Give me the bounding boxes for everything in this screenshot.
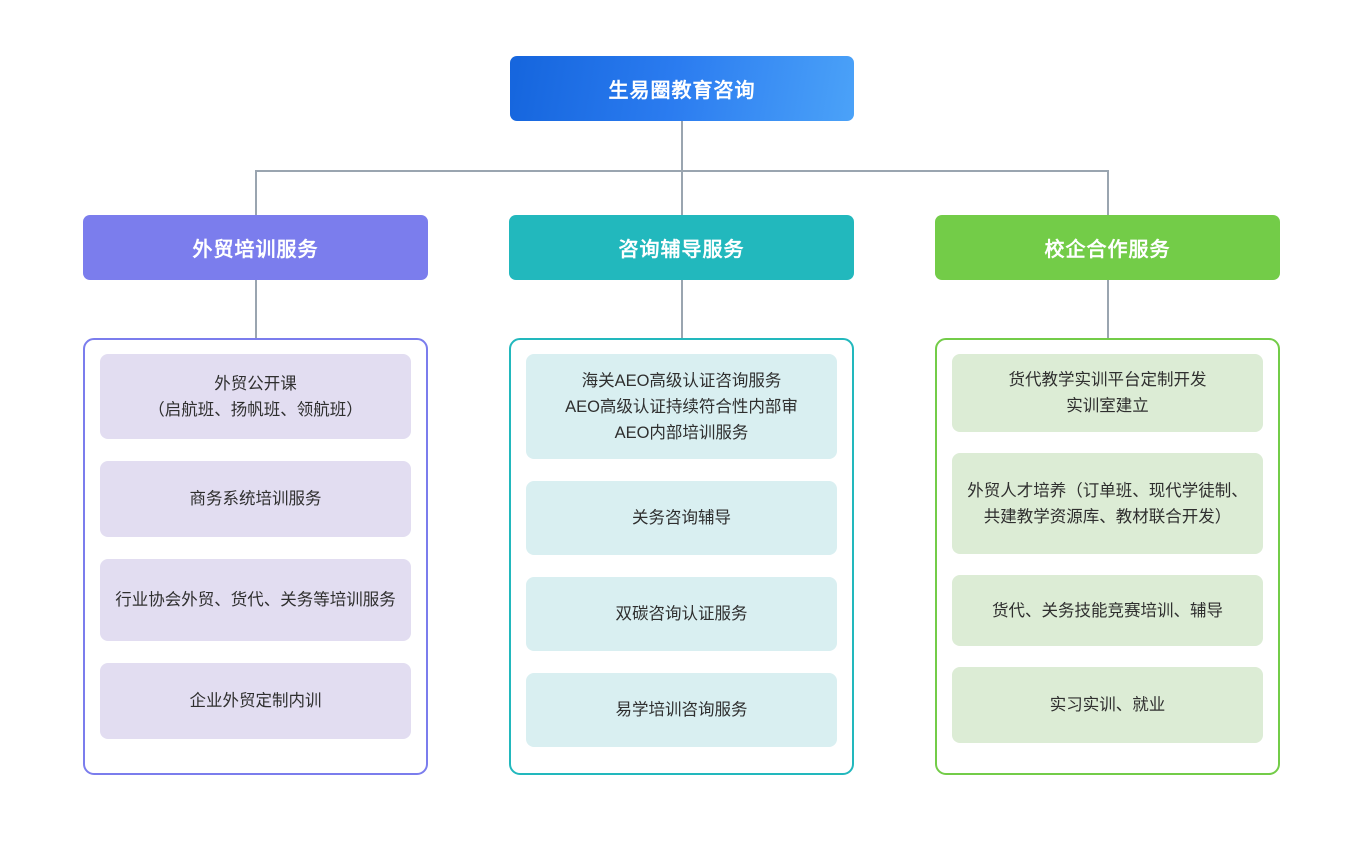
leaf-node[interactable]: 货代教学实训平台定制开发 实训室建立 [952,354,1263,432]
connector-bus-to-branch-1 [255,170,257,216]
branch-header-training[interactable]: 外贸培训服务 [83,215,428,280]
branch-header-consulting[interactable]: 咨询辅导服务 [509,215,854,280]
branch-group-consulting: 海关AEO高级认证咨询服务 AEO高级认证持续符合性内部审 AEO内部培训服务 … [509,338,854,775]
leaf-node[interactable]: 外贸公开课 （启航班、扬帆班、领航班） [100,354,411,439]
connector-branch-1-to-group [255,280,257,339]
branch-header-school-enterprise[interactable]: 校企合作服务 [935,215,1280,280]
branch-group-school-enterprise: 货代教学实训平台定制开发 实训室建立 外贸人才培养（订单班、现代学徒制、共建教学… [935,338,1280,775]
root-node[interactable]: 生易圈教育咨询 [510,56,854,121]
leaf-node[interactable]: 行业协会外贸、货代、关务等培训服务 [100,559,411,641]
leaf-node[interactable]: 关务咨询辅导 [526,481,837,555]
connector-bus-to-branch-2 [681,170,683,216]
connector-root-stem [681,121,683,171]
leaf-node[interactable]: 实习实训、就业 [952,667,1263,743]
leaf-node[interactable]: 商务系统培训服务 [100,461,411,537]
connector-bus-to-branch-3 [1107,170,1109,216]
leaf-node[interactable]: 企业外贸定制内训 [100,663,411,739]
leaf-node[interactable]: 易学培训咨询服务 [526,673,837,747]
branch-group-training: 外贸公开课 （启航班、扬帆班、领航班） 商务系统培训服务 行业协会外贸、货代、关… [83,338,428,775]
connector-branch-2-to-group [681,280,683,339]
connector-branch-3-to-group [1107,280,1109,339]
leaf-node[interactable]: 货代、关务技能竞赛培训、辅导 [952,575,1263,646]
leaf-node[interactable]: 外贸人才培养（订单班、现代学徒制、共建教学资源库、教材联合开发） [952,453,1263,554]
leaf-node[interactable]: 双碳咨询认证服务 [526,577,837,651]
leaf-node[interactable]: 海关AEO高级认证咨询服务 AEO高级认证持续符合性内部审 AEO内部培训服务 [526,354,837,459]
